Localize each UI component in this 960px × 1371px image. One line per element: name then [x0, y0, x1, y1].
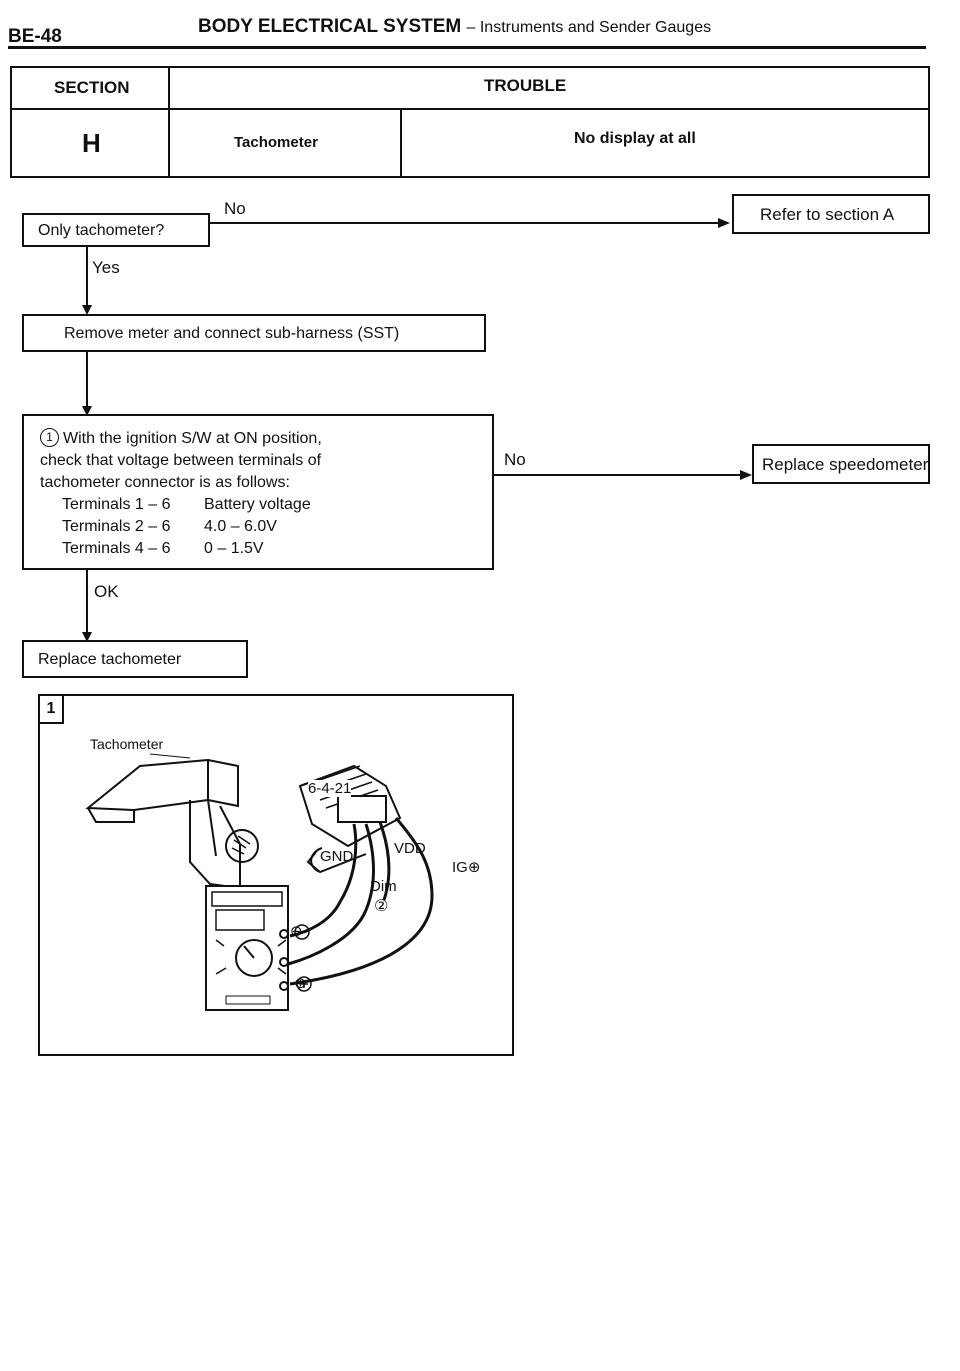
arrow-right-icon — [718, 218, 730, 228]
dim-label: Dim — [370, 878, 397, 895]
action-label: Replace speedometer — [762, 455, 929, 474]
step3-text2: check that voltage between terminals of — [40, 452, 322, 469]
table-divider-v2 — [400, 110, 402, 176]
pin-numbers: 6-4-21 — [308, 780, 352, 797]
arrow-down-icon — [82, 406, 92, 416]
step3-text3: tachometer connector is as follows: — [40, 474, 290, 491]
terminal-row: Terminals 4 – 6 0 – 1.5V — [40, 538, 476, 560]
terminal-value: 4.0 – 6.0V — [204, 518, 277, 535]
trouble-header: TROUBLE — [484, 76, 567, 95]
step-label: Remove meter and connect sub-harness (SS… — [64, 325, 400, 342]
step3-line2: check that voltage between terminals of — [40, 450, 476, 472]
terminal-pair: Terminals 4 – 6 — [62, 540, 171, 557]
yes-connector-line — [86, 247, 88, 307]
arrow-down-icon — [82, 632, 92, 642]
table-divider-v1 — [168, 68, 170, 176]
circled-number: 1 — [40, 428, 59, 447]
action-label: Refer to section A — [760, 205, 895, 224]
step-remove-meter: Remove meter and connect sub-harness (SS… — [22, 314, 486, 352]
terminal-pair: Terminals 2 – 6 — [62, 518, 171, 535]
plus-probe-label: ⊕ — [294, 975, 307, 992]
action-refer-section-a: Refer to section A — [732, 194, 930, 234]
action-replace-speedometer: Replace speedometer — [752, 444, 930, 484]
trouble-table: SECTION TROUBLE H Tachometer No display … — [10, 66, 930, 178]
step2-connector-line — [86, 352, 88, 410]
question-label: Only tachometer? — [38, 222, 165, 239]
question-only-tachometer: Only tachometer? — [22, 213, 210, 247]
no-label: No — [504, 450, 526, 469]
arrow-down-icon — [82, 305, 92, 315]
step3-no-connector-line — [494, 474, 740, 476]
dim-pin-label: ② — [374, 898, 389, 915]
no-label: No — [224, 199, 246, 218]
page-title: BODY ELECTRICAL SYSTEM – Instruments and… — [198, 16, 711, 38]
terminal-row: Terminals 2 – 6 4.0 – 6.0V — [40, 516, 476, 538]
terminal-value: Battery voltage — [204, 496, 311, 513]
minus-probe-label: ⊖ — [290, 923, 303, 940]
page-number: BE-48 — [8, 26, 62, 47]
ok-connector-line — [86, 570, 88, 634]
vdd-label: VDD — [394, 840, 426, 857]
wiring-figure: 1 Tachometer — [38, 694, 514, 1056]
tachometer-wiring-illustration — [85, 753, 434, 1011]
figure-caption: Tachometer — [90, 736, 164, 752]
table-divider-h — [12, 108, 928, 110]
section-value: H — [82, 128, 101, 158]
step3-line3: tachometer connector is as follows: — [40, 472, 476, 494]
page-title-main: BODY ELECTRICAL SYSTEM — [198, 16, 462, 37]
ok-label: OK — [94, 582, 119, 601]
figure-number: 1 — [40, 696, 64, 724]
terminal-row: Terminals 1 – 6 Battery voltage — [40, 494, 476, 516]
page-title-sub: – Instruments and Sender Gauges — [466, 19, 712, 36]
yes-label: Yes — [92, 258, 120, 277]
trouble-component: Tachometer — [234, 134, 318, 151]
action-label: Replace tachometer — [38, 651, 182, 668]
terminal-pair: Terminals 1 – 6 — [62, 496, 171, 513]
section-header: SECTION — [54, 78, 130, 97]
arrow-right-icon — [740, 470, 752, 480]
trouble-symptom: No display at all — [574, 130, 696, 147]
terminal-value: 0 – 1.5V — [204, 540, 264, 557]
no-connector-line — [208, 222, 718, 224]
gnd-label: GND — [320, 848, 354, 865]
ig-label: IG⊕ — [452, 859, 481, 876]
step3-text1: With the ignition S/W at ON position, — [63, 430, 322, 447]
action-replace-tachometer: Replace tachometer — [22, 640, 248, 678]
header-rule — [8, 46, 926, 49]
